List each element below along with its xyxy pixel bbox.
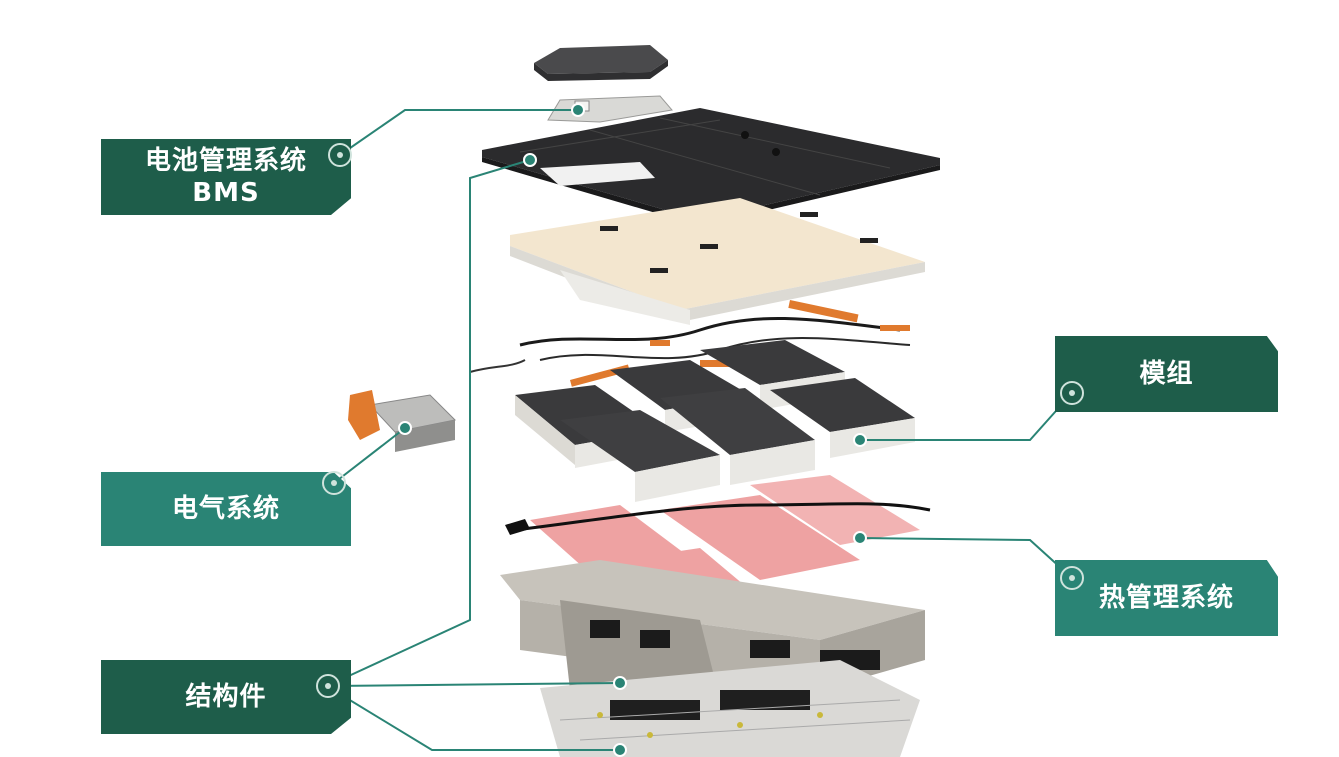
leader-line-structure-2 xyxy=(329,687,620,751)
modules xyxy=(515,340,915,502)
label-thermal: 热管理系统 xyxy=(1055,560,1278,636)
label-bms: 电池管理系统 BMS xyxy=(101,139,351,215)
anchor-dot-icon xyxy=(853,531,867,545)
label-module-text: 模组 xyxy=(1139,358,1194,389)
leader-line-structure-1 xyxy=(329,682,621,687)
label-electrical-text: 电气系统 xyxy=(171,493,280,524)
anchor-dots xyxy=(398,103,867,757)
leader-line-thermal xyxy=(859,537,1073,579)
label-bms-line1: 电池管理系统 xyxy=(144,145,307,176)
anchor-dot-icon xyxy=(571,103,585,117)
leader-line-bms-cover xyxy=(339,159,531,681)
anchor-dot-icon xyxy=(613,676,627,690)
anchor-dot-icon xyxy=(613,743,627,757)
leader-line-bms xyxy=(339,109,578,156)
label-module: 模组 xyxy=(1055,336,1278,412)
anchor-dot-icon xyxy=(853,433,867,447)
label-structure: 结构件 xyxy=(101,660,351,734)
label-structure-text: 结构件 xyxy=(185,681,267,712)
anchor-dot-icon xyxy=(398,421,412,435)
anchor-dot-icon xyxy=(523,153,537,167)
bms-top-box xyxy=(534,45,668,81)
leader-line-electrical xyxy=(333,427,406,484)
electrical-box xyxy=(348,390,457,452)
insulation-sheet xyxy=(510,198,925,325)
label-thermal-text: 热管理系统 xyxy=(1098,582,1234,613)
label-bms-line2: BMS xyxy=(192,178,260,208)
top-cover xyxy=(482,108,940,226)
label-electrical: 电气系统 xyxy=(101,472,351,546)
bottom-plate xyxy=(540,660,920,757)
